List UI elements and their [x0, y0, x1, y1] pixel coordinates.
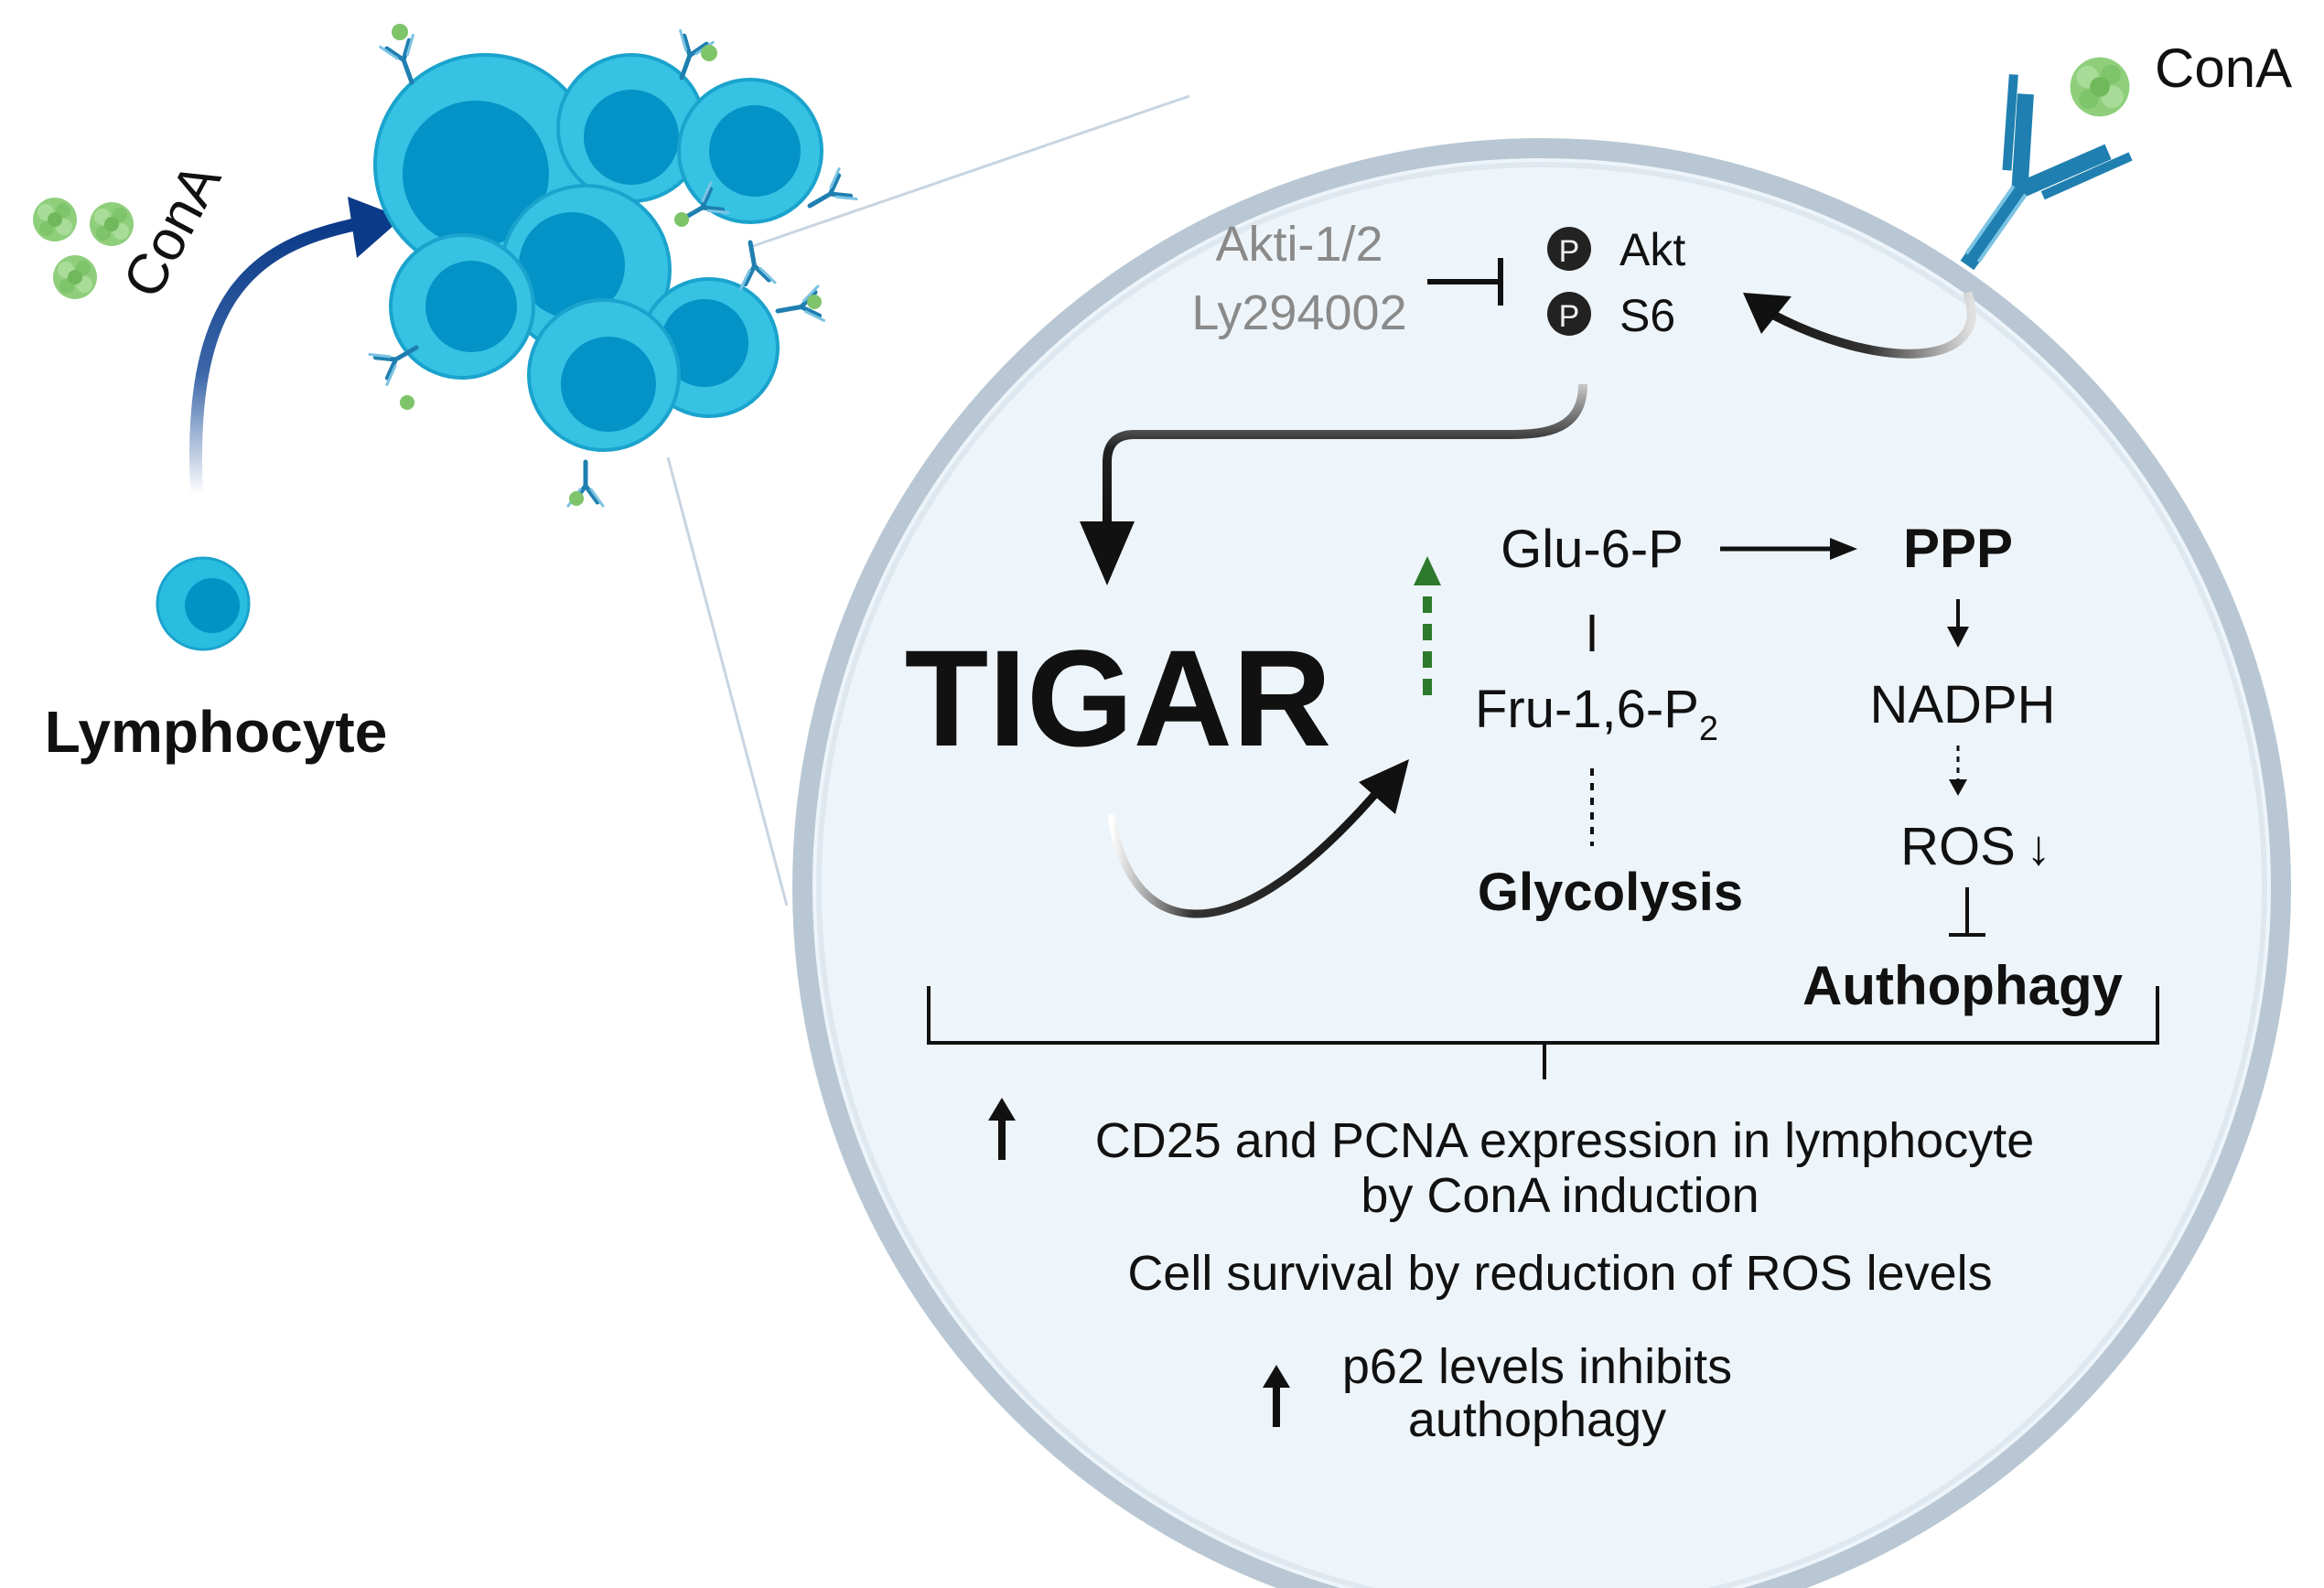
autophagy-label: Authophagy [1802, 955, 2124, 1016]
lymphocyte-cell [156, 556, 251, 651]
up-arrow-cd25 [988, 1098, 1016, 1160]
nadph-label: NADPH [1869, 675, 2055, 735]
outcome-line3b: authophagy [1408, 1392, 1666, 1447]
tigar-to-fru-arrowhead [1359, 759, 1409, 814]
tigar-label: TIGAR [905, 621, 1332, 775]
ros-autophagy-inhibition [1949, 887, 1985, 937]
s6-to-tigar-arrow [1103, 383, 1587, 526]
glycolysis-label: Glycolysis [1478, 863, 1743, 922]
zoom-circle [792, 138, 2291, 1588]
inhibitor-akti: Akti-1/2 [1215, 217, 1383, 272]
outcome-line1b: by ConA induction [1361, 1168, 1759, 1223]
activation-arrowhead [348, 197, 403, 258]
receptor-to-akt-arrow [1763, 291, 1976, 359]
s6-to-tigar-arrowhead [1080, 521, 1135, 585]
ros-decrease-arrow: ↓ [2027, 821, 2051, 875]
lymphocyte-label: Lymphocyte [45, 699, 388, 765]
zoom-line-bottom [666, 456, 789, 907]
phospho-marker-akt: P [1559, 234, 1580, 269]
ppp-label: PPP [1903, 518, 2013, 579]
summary-bracket [927, 986, 2159, 1079]
akt-label: Akt [1619, 224, 1685, 275]
fru-label: Fru-1,6-P2 [1475, 680, 1718, 748]
phospho-s6: P [1547, 292, 1591, 336]
up-arrow-p62 [1263, 1365, 1290, 1427]
conA-label-top-right: ConA [2155, 38, 2292, 99]
receptor-to-akt-arrowhead [1743, 293, 1791, 334]
outcome-line3a: p62 levels inhibits [1342, 1339, 1732, 1394]
outcome-line2: Cell survival by reduction of ROS levels [1127, 1246, 1992, 1301]
phospho-akt: P [1547, 227, 1591, 271]
conA-blob-top-right [2070, 57, 2130, 117]
fru-main-text: Fru-1,6-P [1475, 680, 1699, 739]
receptor-antibody [1960, 74, 2133, 271]
zoom-line-top [749, 94, 1190, 249]
tigar-to-fru-arrow [1107, 784, 1385, 918]
ros-label: ROS [1900, 817, 2016, 876]
s6-label: S6 [1619, 290, 1675, 341]
phospho-marker-s6: P [1559, 299, 1580, 334]
green-dashed-arrowhead [1414, 556, 1441, 585]
inhibition-bar [1427, 258, 1503, 306]
activation-arrow [189, 218, 359, 495]
conA-blobs-left [33, 198, 134, 299]
activated-cell-cluster [370, 24, 856, 506]
outcome-line1a: CD25 and PCNA expression in lymphocyte [1095, 1113, 2035, 1168]
glu6p-label: Glu-6-P [1501, 520, 1684, 579]
fru-subscript: 2 [1699, 710, 1718, 748]
inhibitor-ly294002: Ly294002 [1191, 285, 1406, 340]
